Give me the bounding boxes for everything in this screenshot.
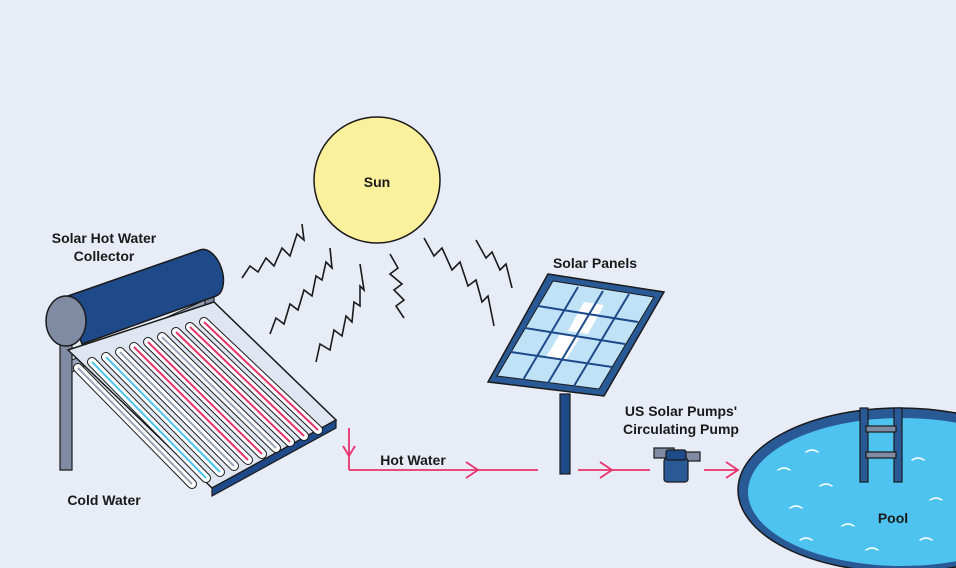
sun-ray bbox=[475, 239, 513, 289]
hot-water-label: Hot Water bbox=[380, 452, 446, 468]
pool-ladder bbox=[859, 407, 903, 483]
collector-label-line2: Collector bbox=[73, 248, 135, 264]
sun-label: Sun bbox=[363, 174, 391, 190]
sun-ray bbox=[388, 253, 406, 319]
solar-panel-post bbox=[559, 393, 571, 475]
pool bbox=[737, 407, 956, 568]
solar-panel-grid bbox=[510, 286, 639, 387]
pool-water bbox=[748, 418, 956, 566]
collector-support-front bbox=[59, 341, 73, 471]
solar-panel-surface bbox=[496, 280, 655, 390]
circulating-pump bbox=[653, 447, 701, 483]
sun-ray bbox=[315, 263, 366, 363]
solar-panel bbox=[486, 273, 666, 475]
sun-ray bbox=[269, 247, 334, 335]
sun bbox=[313, 116, 441, 244]
pump-label-line2: Circulating Pump bbox=[623, 421, 739, 437]
solar-panels-label: Solar Panels bbox=[552, 255, 638, 271]
sun-ray bbox=[423, 237, 495, 327]
solar-hot-water-collector bbox=[45, 248, 338, 498]
pool-label: Pool bbox=[877, 510, 909, 526]
collector-tank bbox=[64, 248, 225, 345]
hot-water-pipe bbox=[342, 428, 740, 479]
cold-water-label: Cold Water bbox=[67, 492, 141, 508]
sun-ray bbox=[241, 223, 306, 279]
sun-rays bbox=[241, 223, 513, 363]
pump-label-line1: US Solar Pumps' bbox=[624, 403, 738, 419]
solar-panel-highlight bbox=[546, 334, 580, 360]
pool-ripples bbox=[777, 449, 943, 551]
collector-tank-cap bbox=[45, 295, 87, 347]
collector-label-line1: Solar Hot Water bbox=[51, 230, 157, 246]
collector-tubes bbox=[73, 317, 323, 489]
